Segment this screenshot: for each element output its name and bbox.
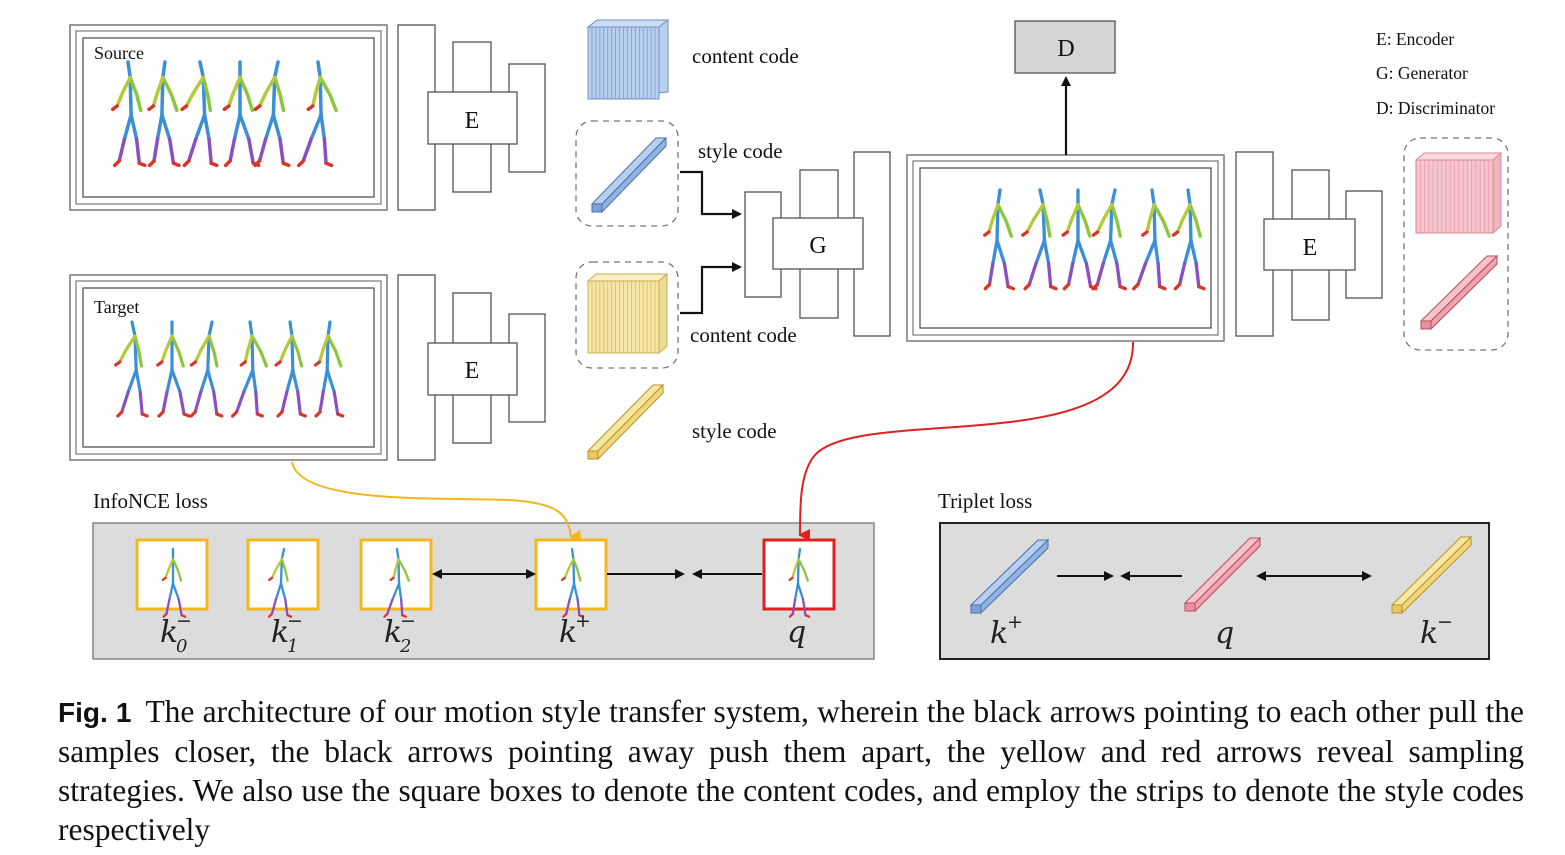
output-skeleton <box>1021 188 1058 291</box>
infonce-sample-4: q <box>762 538 836 650</box>
style-code-label-1: style code <box>698 139 783 163</box>
target-skeleton <box>231 320 268 418</box>
target-skeleton <box>313 320 345 418</box>
infonce-sample-1: k− 1 <box>246 538 320 657</box>
style-code-box-source <box>575 120 679 227</box>
infonce-sample-label: k <box>384 615 402 650</box>
encoder-output <box>1235 151 1383 337</box>
content-code-blue <box>586 19 670 100</box>
arrow-content-to-generator <box>680 262 742 315</box>
target-label: Target <box>94 297 139 317</box>
output-skeleton <box>1132 188 1171 291</box>
infonce-sample-skeleton <box>267 547 293 618</box>
encoder-target <box>397 274 546 461</box>
triplet-sample-label: k <box>1420 616 1438 651</box>
output-codes-box <box>1403 137 1509 351</box>
triplet-sample-sup: − <box>1437 611 1453 633</box>
style-code-label-2: style code <box>692 419 777 443</box>
caption-text: The architecture of our motion style tra… <box>58 694 1525 847</box>
yellow-sampling-arrow <box>291 461 582 542</box>
style-strip-blue <box>590 136 668 214</box>
infonce-sample-3: k+ <box>534 538 608 650</box>
discriminator <box>1014 20 1116 74</box>
output-skeleton <box>983 188 1016 291</box>
legend-generator: G: Generator <box>1376 63 1468 83</box>
content-code-box-target <box>575 261 679 369</box>
generator <box>744 151 891 337</box>
target-skeleton <box>274 320 307 418</box>
triplet-sample-label: k <box>990 616 1008 651</box>
output-skeleton <box>1061 188 1098 291</box>
triplet-strip-blue <box>969 538 1050 615</box>
infonce-sample-label: k <box>559 615 577 650</box>
infonce-sample-skeleton <box>383 547 410 618</box>
legend-discriminator: D: Discriminator <box>1376 98 1495 118</box>
source-skeleton <box>180 60 219 168</box>
infonce-sample-skeleton <box>788 547 811 618</box>
content-code-label-1: content code <box>692 44 799 68</box>
infonce-sample-sup: − <box>400 610 416 632</box>
triplet-sample-label: q <box>1215 616 1234 651</box>
encoder-target-label: E <box>465 358 480 384</box>
infonce-sample-sub: 0 <box>176 636 187 657</box>
infonce-sample-skeleton <box>161 547 187 618</box>
output-skeletons <box>983 188 1206 291</box>
triplet-strip-red <box>1183 536 1262 613</box>
source-panel: Source <box>69 24 388 211</box>
infonce-sample-2: k− 2 <box>359 538 433 657</box>
infonce-sample-sup: + <box>575 610 591 632</box>
red-sampling-arrow <box>798 341 1135 542</box>
arrow-style-to-generator <box>680 170 742 219</box>
triplet-sample-sup: + <box>1007 611 1023 633</box>
source-skeleton <box>253 60 291 168</box>
encoder-output-label: E <box>1303 235 1318 261</box>
output-skeleton <box>1171 188 1206 291</box>
infonce-sample-sup: − <box>176 610 192 632</box>
encoder-source-label: E <box>465 108 480 134</box>
infonce-sample-sub: 2 <box>399 636 411 657</box>
source-skeletons <box>110 60 338 168</box>
source-label: Source <box>94 43 144 63</box>
source-skeleton <box>147 60 181 168</box>
caption-label: Fig. 1 <box>58 697 132 728</box>
legend-encoder: E: Encoder <box>1376 29 1454 49</box>
infonce-sample-label: k <box>160 615 178 650</box>
generator-label: G <box>809 233 826 259</box>
infonce-title: InfoNCE loss <box>93 489 208 513</box>
infonce-sample-0: k− 0 <box>135 538 209 657</box>
architecture-diagram: Source Target E E content code s <box>69 19 1509 660</box>
infonce-sample-label: k <box>271 615 289 650</box>
discriminator-label: D <box>1057 36 1074 62</box>
style-strip-red <box>1419 254 1499 331</box>
infonce-sample-skeleton <box>560 547 585 618</box>
content-code-yellow <box>586 272 669 355</box>
source-skeleton <box>110 60 147 168</box>
triplet-strip-yellow <box>1390 535 1473 615</box>
infonce-sample-label: q <box>787 615 806 650</box>
output-skeleton <box>1091 188 1127 291</box>
content-code-label-2: content code <box>690 323 797 347</box>
target-skeleton <box>156 320 191 418</box>
source-skeleton <box>297 60 338 168</box>
target-skeleton <box>189 320 224 418</box>
encoder-source <box>397 24 546 211</box>
infonce-sample-sup: − <box>287 610 303 632</box>
triplet-title: Triplet loss <box>938 489 1032 513</box>
target-skeletons <box>114 320 345 418</box>
target-skeleton <box>114 320 149 418</box>
infonce-sample-sub: 1 <box>287 636 298 657</box>
content-code-red <box>1414 151 1503 235</box>
output-panel <box>906 154 1225 342</box>
infonce-panel <box>92 522 875 660</box>
target-panel: Target <box>69 274 388 461</box>
style-strip-yellow <box>586 383 665 461</box>
